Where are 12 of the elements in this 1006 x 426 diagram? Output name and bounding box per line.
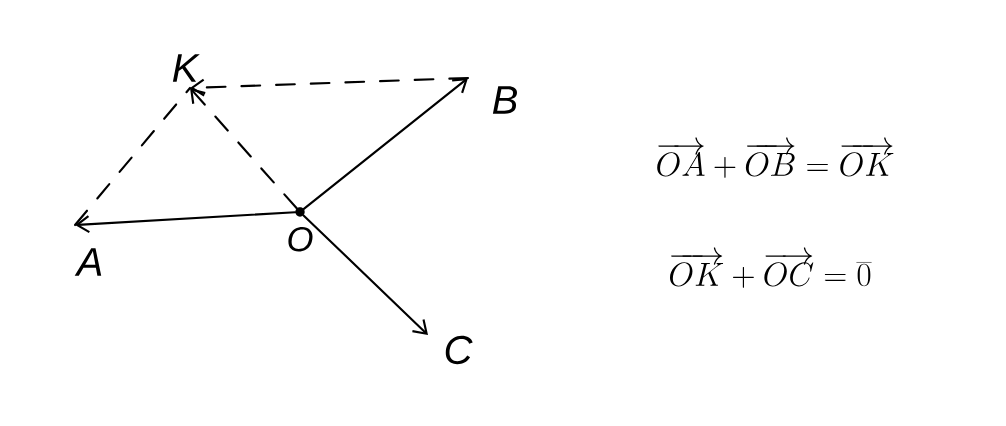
point-label: C [445, 335, 473, 365]
vector-arrow [75, 211, 297, 234]
vector-arrow [190, 76, 470, 97]
vector-equation: $\overrightarrow{OK}+\overrightarrow{OC}=\overline{0}$ [670, 247, 872, 288]
vector-arrow [302, 78, 468, 210]
vector-equation: $\overrightarrow{OA}+\overrightarrow{OB}=\overrightarrow{OK}$ [657, 137, 894, 178]
vector-arrow [190, 88, 298, 210]
vector-arrow [302, 214, 428, 335]
point-label: B [492, 86, 517, 114]
point-label: K [172, 54, 200, 82]
point-label: O [288, 207, 313, 252]
point-label: A [74, 248, 102, 276]
